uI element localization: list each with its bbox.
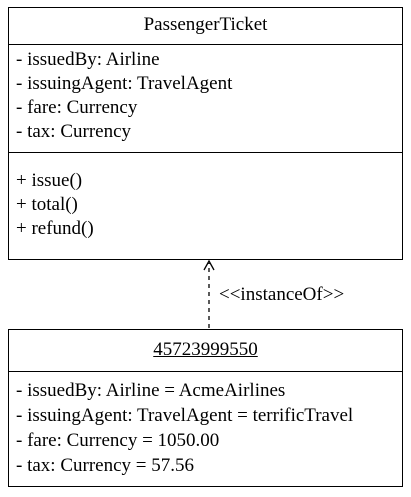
- class-name-compartment: PassengerTicket: [9, 8, 402, 45]
- class-attribute: - issuingAgent: TravelAgent: [16, 73, 233, 94]
- object-attribute: - fare: Currency = 1050.00: [16, 430, 220, 451]
- class-attribute: - issuedBy: Airline: [16, 49, 160, 70]
- object-attributes-compartment: - issuedBy: Airline = AcmeAirlines - iss…: [9, 372, 402, 486]
- object-name: 45723999550: [153, 339, 258, 360]
- class-operation: + total(): [16, 194, 78, 215]
- object-attribute: - issuedBy: Airline = AcmeAirlines: [16, 380, 286, 401]
- class-box-passenger-ticket: PassengerTicket - issuedBy: Airline - is…: [8, 7, 403, 260]
- class-operation: + refund(): [16, 218, 94, 239]
- object-attribute: - tax: Currency = 57.56: [16, 455, 194, 476]
- open-arrowhead-icon: [203, 259, 215, 271]
- object-attribute: - issuingAgent: TravelAgent = terrificTr…: [16, 405, 354, 426]
- class-attribute: - tax: Currency: [16, 121, 132, 142]
- object-box-ticket-instance: 45723999550 - issuedBy: Airline = AcmeAi…: [8, 329, 403, 487]
- class-operations-compartment: + issue() + total() + refund(): [9, 153, 402, 259]
- stereotype-label: <<instanceOf>>: [219, 284, 345, 305]
- class-attribute: - fare: Currency: [16, 97, 138, 118]
- class-name: PassengerTicket: [143, 14, 268, 35]
- class-attributes-compartment: - issuedBy: Airline - issuingAgent: Trav…: [9, 45, 402, 153]
- class-operation: + issue(): [16, 170, 83, 191]
- object-name-compartment: 45723999550: [9, 330, 402, 372]
